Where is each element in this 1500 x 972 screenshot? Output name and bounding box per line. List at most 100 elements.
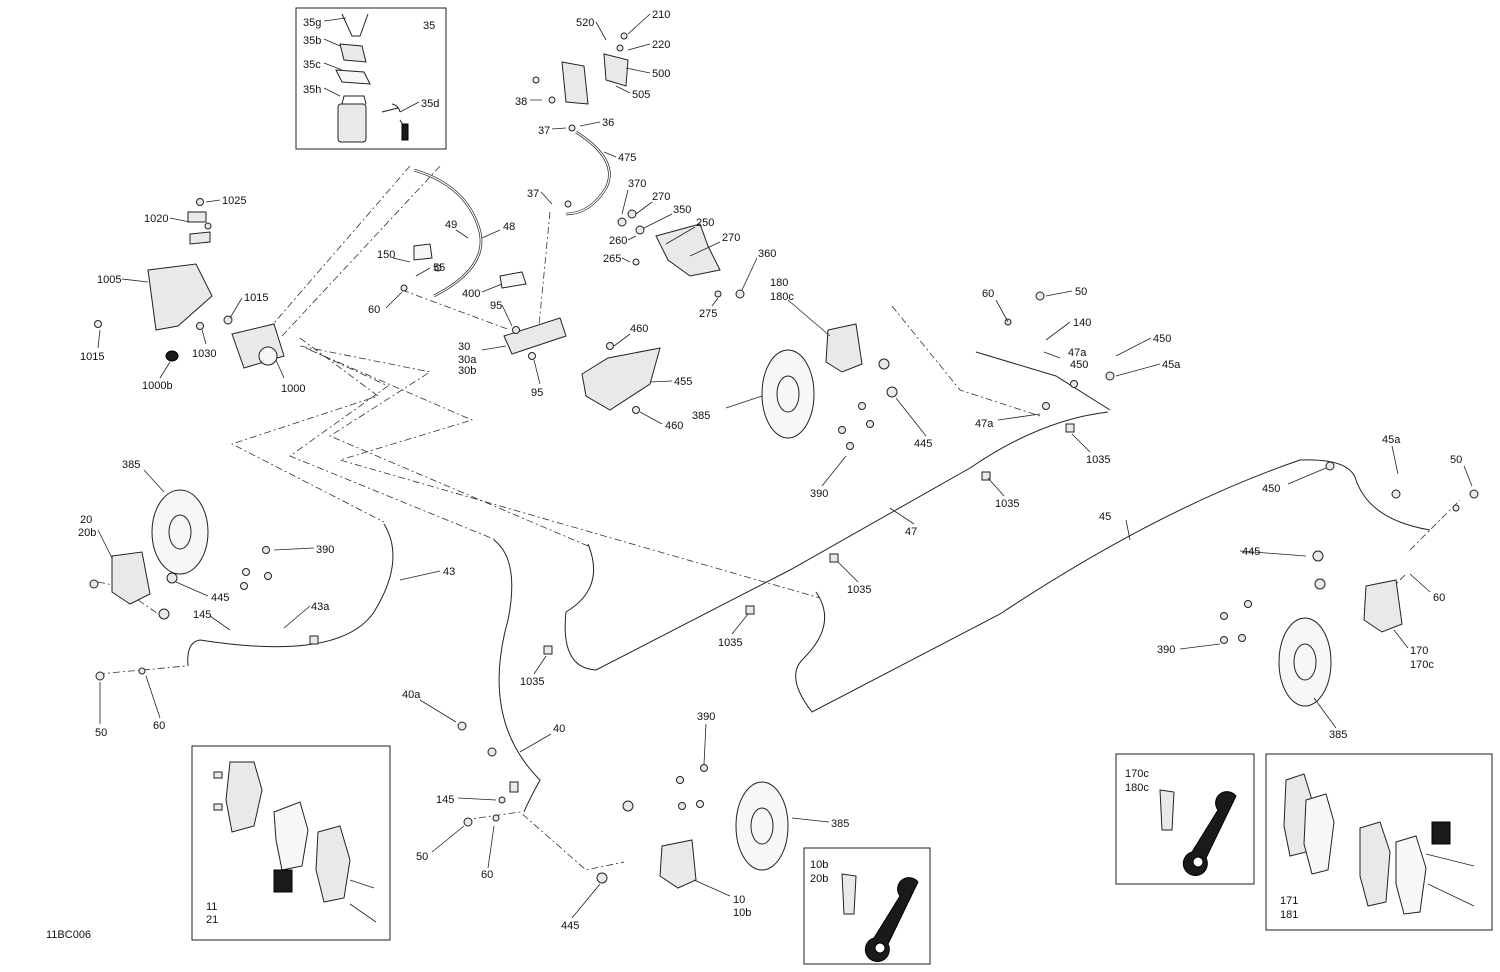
callout-c170c: 170c <box>1410 659 1434 671</box>
callout-c1015b: 1015 <box>80 351 104 363</box>
callout-c450a: 450 <box>1153 333 1171 345</box>
callout-c1035a: 1035 <box>1086 454 1110 466</box>
callout-c460a: 460 <box>630 323 648 335</box>
callout-c95b: 95 <box>531 387 543 399</box>
callout-c455: 455 <box>674 376 692 388</box>
callout-c460b: 460 <box>665 420 683 432</box>
callout-c47a2: 47a <box>975 418 994 430</box>
callout-c30a: 30a <box>458 354 477 366</box>
callout-c11: 11 <box>206 901 217 913</box>
inset-brake-pads-front <box>191 745 391 941</box>
brake-calipers <box>111 323 1403 889</box>
callout-c10b: 10b <box>810 859 828 871</box>
callout-c45a2: 45a <box>1382 434 1401 446</box>
callout-c60b: 60 <box>368 304 380 316</box>
small-hardware <box>89 32 1479 884</box>
callout-c210: 210 <box>652 9 670 21</box>
callout-c40: 40 <box>553 723 565 735</box>
inset-master-cylinder-reservoir <box>295 7 447 150</box>
callout-c390c: 390 <box>1157 644 1175 656</box>
inset-bleeder-front <box>803 847 931 965</box>
callout-c50d: 50 <box>416 851 428 863</box>
callout-c385c: 385 <box>1329 729 1347 741</box>
callout-c390a: 390 <box>810 488 828 500</box>
abs-unit-and-bracket <box>147 211 285 369</box>
callout-c450b: 450 <box>1070 359 1088 371</box>
callout-c390d: 390 <box>697 711 715 723</box>
callout-c520: 520 <box>576 17 594 29</box>
callout-c10: 10 <box>733 894 745 906</box>
callout-c400: 400 <box>462 288 480 300</box>
callout-c10bb: 10b <box>733 907 751 919</box>
callout-c36: 36 <box>602 117 614 129</box>
callout-c450c: 450 <box>1262 483 1280 495</box>
callout-c43a: 43a <box>311 601 330 613</box>
callout-c445c: 445 <box>211 592 229 604</box>
callout-c35b: 35b <box>303 35 321 47</box>
callout-c1005: 1005 <box>97 274 121 286</box>
callout-c43: 43 <box>443 566 455 578</box>
callout-c30: 30 <box>458 341 470 353</box>
callout-c370: 370 <box>628 178 646 190</box>
callout-c60e: 60 <box>481 869 493 881</box>
callout-c360: 360 <box>758 248 776 260</box>
callout-c47: 47 <box>905 526 917 538</box>
callout-c1035e: 1035 <box>520 676 544 688</box>
callout-c95a: 95 <box>490 300 502 312</box>
callout-c220: 220 <box>652 39 670 51</box>
callout-c145b: 145 <box>436 794 454 806</box>
callout-c445a: 445 <box>914 438 932 450</box>
callout-c45a1: 45a <box>1162 359 1181 371</box>
callout-c50a: 50 <box>1075 286 1087 298</box>
callout-c50c: 50 <box>95 727 107 739</box>
callout-c35g: 35g <box>303 17 321 29</box>
callout-c385d: 385 <box>831 818 849 830</box>
callout-c1015a: 1015 <box>244 292 268 304</box>
callout-c270a: 270 <box>652 191 670 203</box>
callout-c1000b: 1000b <box>142 380 173 392</box>
callout-c171: 171 <box>1280 895 1298 907</box>
callout-c445d: 445 <box>561 920 579 932</box>
callout-c60d: 60 <box>153 720 165 732</box>
inset-brake-pads-rear <box>1265 753 1493 931</box>
callout-c445b: 445 <box>1242 546 1260 558</box>
callout-c180c: 180c <box>770 291 794 303</box>
callout-c170cb: 170c <box>1125 768 1149 780</box>
callout-c35h: 35h <box>303 84 321 96</box>
assembly-routing-lines <box>97 163 1461 871</box>
callout-c20bb: 20b <box>810 873 828 885</box>
callout-c385a: 385 <box>692 410 710 422</box>
figure-code: 11BC006 <box>46 929 91 941</box>
inset-bleeder-rear <box>1115 753 1255 885</box>
callout-c140: 140 <box>1073 317 1091 329</box>
callout-c21: 21 <box>206 914 218 926</box>
callout-c145a: 145 <box>193 609 211 621</box>
callout-c1035c: 1035 <box>847 584 871 596</box>
callout-c505: 505 <box>632 89 650 101</box>
master-cylinder-pedal <box>413 53 721 411</box>
callout-c150: 150 <box>377 249 395 261</box>
callout-c35: 35 <box>423 20 435 32</box>
callout-c38: 38 <box>515 96 527 108</box>
callout-c30b: 30b <box>458 365 476 377</box>
callout-c60c: 60 <box>1433 592 1445 604</box>
callout-c500: 500 <box>652 68 670 80</box>
callout-c265: 265 <box>603 253 621 265</box>
callout-c45: 45 <box>1099 511 1111 523</box>
brake-discs <box>151 349 1332 871</box>
callout-c1035d: 1035 <box>718 637 742 649</box>
callout-c37b: 37 <box>527 188 539 200</box>
callout-c260: 260 <box>609 235 627 247</box>
callout-c180cb: 180c <box>1125 782 1149 794</box>
callout-c1025: 1025 <box>222 195 246 207</box>
callout-c385b: 385 <box>122 459 140 471</box>
brake-lines <box>187 130 1431 813</box>
callout-c270b: 270 <box>722 232 740 244</box>
callout-c180: 180 <box>770 277 788 289</box>
callout-c1035b: 1035 <box>995 498 1019 510</box>
callout-c40a: 40a <box>402 689 421 701</box>
callout-c20: 20 <box>80 514 92 526</box>
callout-c350: 350 <box>673 204 691 216</box>
